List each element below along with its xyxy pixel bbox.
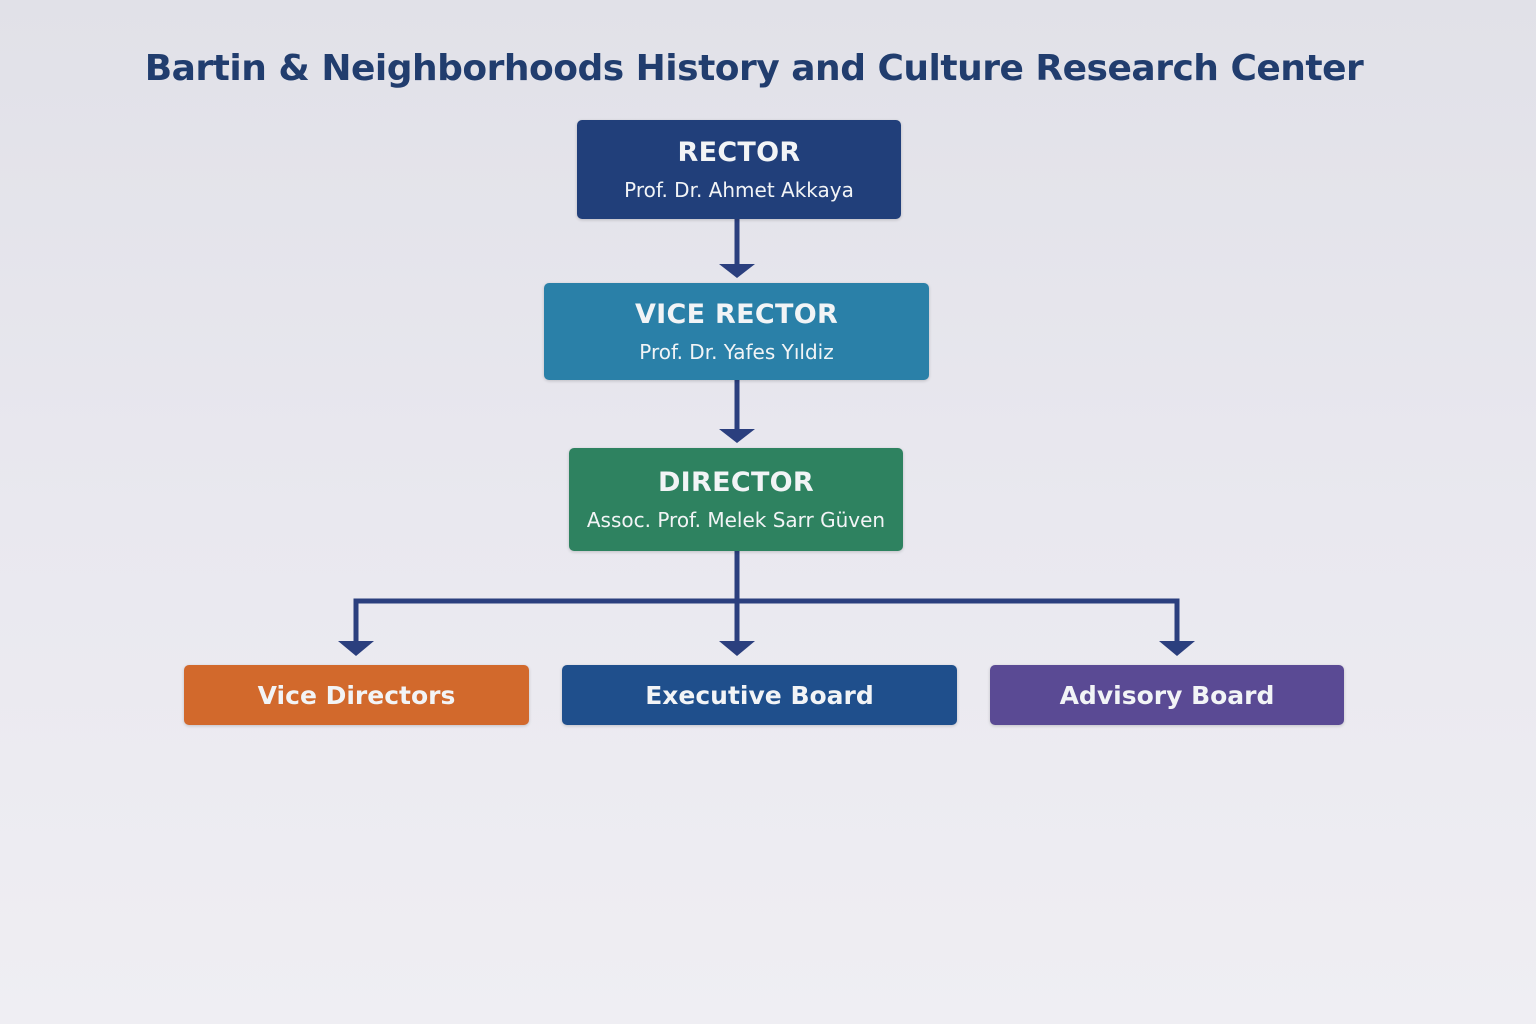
node-label: Vice Directors — [257, 680, 456, 710]
node-executive-board: Executive Board — [562, 665, 957, 725]
node-person: Prof. Dr. Yafes Yıldiz — [639, 340, 834, 364]
node-advisory-board: Advisory Board — [990, 665, 1344, 725]
node-role: RECTOR — [677, 137, 801, 168]
node-director: DIRECTOR Assoc. Prof. Melek Sarr Güven — [569, 448, 903, 551]
node-person: Assoc. Prof. Melek Sarr Güven — [586, 508, 886, 532]
edge-director-branches — [353, 598, 1180, 644]
arrow-head — [338, 641, 374, 656]
diagram-title: Bartin & Neighborhoods History and Cultu… — [144, 48, 1364, 89]
node-vice-directors: Vice Directors — [184, 665, 529, 725]
node-vice-rector: VICE RECTOR Prof. Dr. Yafes Yıldiz — [544, 283, 929, 380]
arrow-head — [1159, 641, 1195, 656]
node-role: DIRECTOR — [657, 467, 815, 498]
arrow-head — [719, 264, 755, 278]
node-person: Prof. Dr. Ahmet Akkaya — [624, 178, 854, 202]
node-rector: RECTOR Prof. Dr. Ahmet Akkaya — [577, 120, 901, 219]
arrow-head — [719, 429, 755, 443]
node-label: Advisory Board — [1059, 680, 1275, 710]
node-label: Executive Board — [645, 680, 874, 710]
arrow-head — [719, 641, 755, 656]
node-role: VICE RECTOR — [634, 299, 839, 330]
